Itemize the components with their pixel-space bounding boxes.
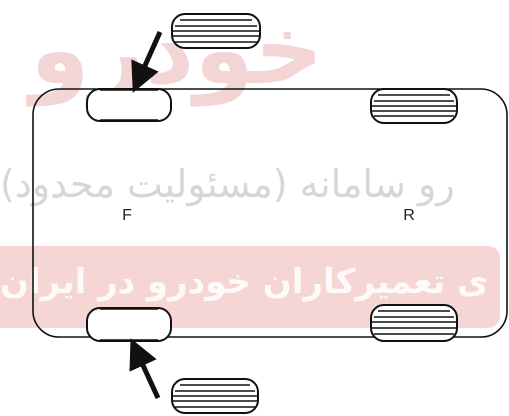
front-left-wheel xyxy=(86,88,172,122)
rear-axle-label: R xyxy=(403,207,415,224)
arrow-to-front-left xyxy=(131,30,163,93)
watermark-line-2: ی تعمیرکاران خودرو در ایران xyxy=(0,262,489,302)
vehicle-outline xyxy=(32,88,508,338)
rear-left-wheel xyxy=(370,88,458,124)
arrow-to-front-right xyxy=(129,338,161,400)
replacement-wheel-bottom xyxy=(171,378,259,414)
front-axle-label: F xyxy=(122,207,132,224)
replacement-wheel-top xyxy=(171,13,261,49)
watermark-line-1: رو سامانه (مسئولیت محدود) xyxy=(0,162,455,206)
rear-right-wheel xyxy=(370,304,458,342)
front-right-wheel xyxy=(86,307,172,342)
